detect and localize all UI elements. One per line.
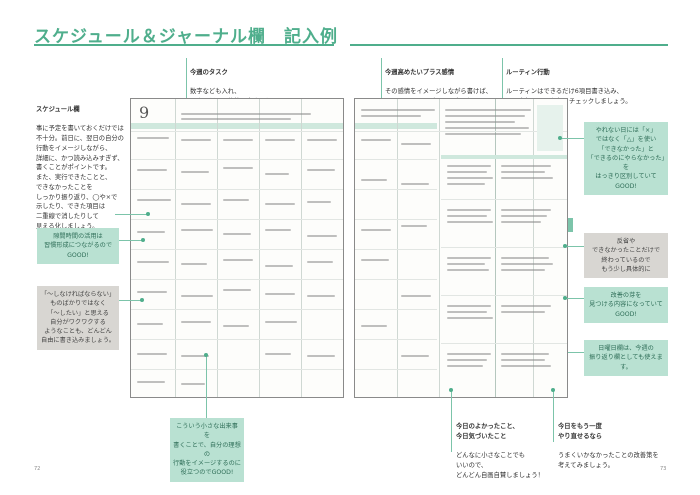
page-title: スケジュール＆ジャーナル欄 記入例: [34, 27, 338, 47]
retry-callout: 今日をもう一度 やり直せるなら うまくいかなかったことの改善策を 考えてみましょ…: [558, 412, 668, 471]
page-number-left: 72: [34, 466, 41, 472]
weekly-task-title: 今週のタスク: [190, 68, 228, 76]
retry-title: 今日をもう一度 やり直せるなら: [558, 422, 603, 440]
habit-band: [355, 123, 437, 129]
title-divider: [34, 44, 334, 46]
title-divider-right: [350, 44, 668, 46]
improvement-callout: 改善の芽を 見つける内容になっていて GOOD!: [584, 287, 668, 323]
page-number-right: 73: [660, 466, 667, 472]
small-events-callout: こういう小さな出来事を 書くことで、自分の理想の 行動をイメージするのに 役立つ…: [170, 418, 244, 482]
should-vs-want-callout: 「〜しなければならない」 ものばかりではなく 「〜したい」と思える 自分がワクワ…: [37, 286, 119, 350]
good-today-callout: 今日のよかったこと、 今日気づいたこと どんなに小さなことでも いいので、 どん…: [456, 412, 556, 480]
routine-leader: [502, 58, 503, 104]
triangle-mark-callout: やれない日には「×」 ではなく「△」を使い 「できなかった」と 「できるのにやら…: [584, 122, 668, 196]
schedule-page: 9: [130, 98, 344, 398]
journal-page: [354, 98, 568, 398]
schedule-explanation: スケジュール欄 事に予定を書いておくだけでは 不十分。前日に、翌日の自分の 行動…: [36, 95, 132, 232]
routine-callout-body: ルーティンはできるだけ6項目書き込み、 その実行の可否を毎日チェックしましょう。: [506, 88, 632, 105]
good-today-body: どんなに小さなことでも いいので、 どんどん自画自賛しましょう！: [456, 452, 544, 479]
reflection-callout: 反省や できなかったことだけで 終わっているので もう少し具体的に: [584, 233, 668, 279]
routine-callout: ルーティン行動 ルーティンはできるだけ6項目書き込み、 その実行の可否を毎日チェ…: [506, 58, 668, 107]
retry-body: うまくいかなかったことの改善策を 考えてみましょう。: [558, 452, 659, 469]
weekly-task-leader: [186, 58, 187, 104]
sunday-callout: 日曜日欄は、今週の 振り返り欄としても使えます。: [584, 340, 668, 376]
good-today-title: 今日のよかったこと、 今日気づいたこと: [456, 422, 519, 440]
routine-callout-title: ルーティン行動: [506, 68, 550, 76]
weekday-band: [131, 123, 343, 129]
page-index-tab: [568, 218, 573, 232]
habit-leader: [381, 58, 382, 104]
routine-check-area: [537, 105, 563, 151]
schedule-explanation-body: 事に予定を書いておくだけでは 不十分。前日に、翌日の自分の 行動をイメージしなが…: [36, 125, 124, 230]
month-number: 9: [139, 103, 150, 122]
habit-callout-title: 今週高めたいプラス感情: [385, 68, 455, 76]
gap-time-callout: 隙間時間の活用は 習慣形成につながるので GOOD!: [37, 228, 119, 264]
schedule-explanation-heading: スケジュール欄: [36, 105, 80, 113]
